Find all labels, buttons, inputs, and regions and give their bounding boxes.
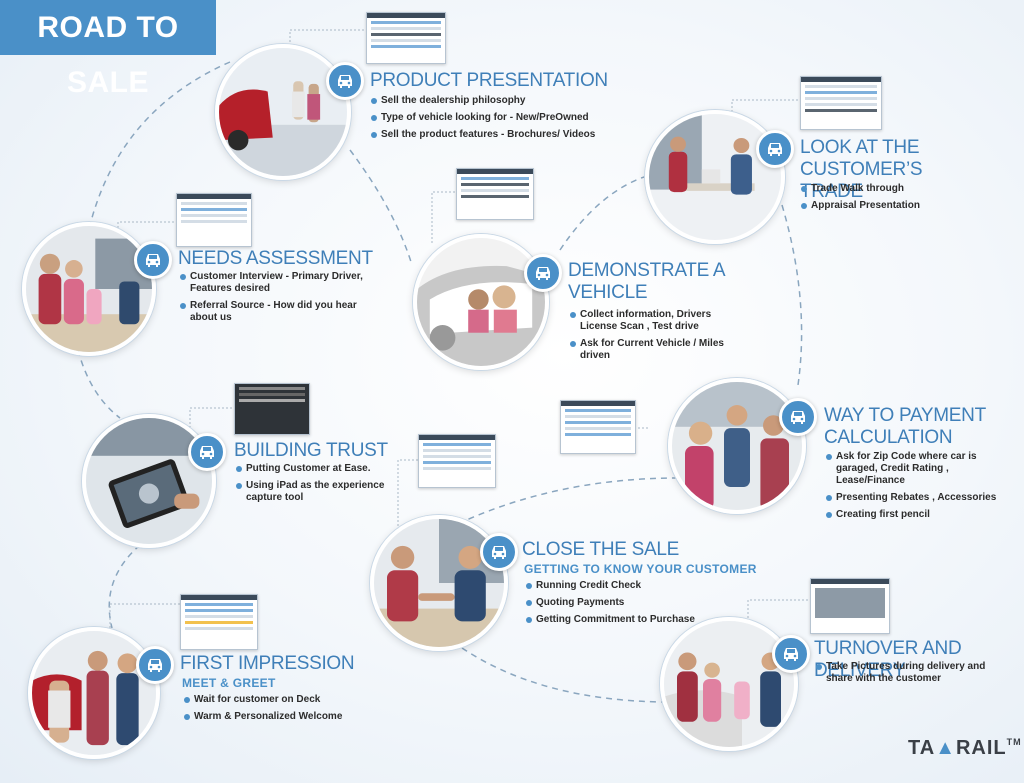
demonstrate-title-line2: VEHICLE [568,282,648,303]
building-trust-title: BUILDING TRUST [234,440,388,461]
logo-text-b: RAIL [955,737,1007,759]
list-item: Getting Commitment to Purchase [526,614,706,626]
product-presentation-title: PRODUCT PRESENTATION [370,70,608,91]
first-impression-title: FIRST IMPRESSION [180,653,355,674]
product-presentation-photo [215,44,351,180]
product-presentation-screenshot [366,12,446,64]
needs-assessment-photo [22,222,156,356]
product-presentation-bullets: Sell the dealership philosophy Type of v… [371,95,631,146]
payment-title-line1: WAY TO PAYMENT [824,405,986,426]
look-trade-title-line1: LOOK AT THE CUSTOMER’S [800,137,923,180]
close-sale-subtitle: GETTING TO KNOW YOUR CUSTOMER [524,562,757,576]
close-sale-title: CLOSE THE SALE [522,539,680,560]
car-icon [779,398,817,436]
first-impression-photo [28,627,160,759]
tagrail-logo: TA▲RAILTM [908,737,1022,760]
needs-assessment-bullets: Customer Interview - Primary Driver, Fea… [180,271,380,329]
look-trade-bullets: Trade Walk through Appraisal Presentatio… [801,183,1001,217]
car-icon [772,635,810,673]
car-icon [136,646,174,684]
first-impression-bullets: Wait for customer on Deck Warm & Persona… [184,694,384,728]
list-item: Quoting Payments [526,597,706,609]
page-title: ROAD TO SALE [0,0,216,99]
list-item: Presenting Rebates , Accessories [826,492,1011,504]
list-item: Ask for Zip Code where car is garaged, C… [826,451,1011,487]
list-item: Referral Source - How did you hear about… [180,300,380,324]
close-sale-screenshot [418,434,496,488]
logo-tm: TM [1006,737,1022,747]
list-item: Collect information, Drivers License Sca… [570,309,750,333]
turnover-screenshot [810,578,890,634]
car-icon [134,241,172,279]
list-item: Putting Customer at Ease. [236,463,406,475]
list-item: Using iPad as the experience capture too… [236,480,406,504]
demonstrate-screenshot [456,168,534,220]
turnover-title: TURNOVER AND DELIVERY [814,638,962,681]
building-trust-bullets: Putting Customer at Ease. Using iPad as … [236,463,406,509]
payment-photo [668,378,806,514]
turnover-photo [660,617,798,751]
building-trust-photo [82,414,216,548]
demonstrate-bullets: Collect information, Drivers License Sca… [570,309,750,367]
list-item: Creating first pencil [826,509,1011,521]
list-item: Appraisal Presentation [801,200,1001,212]
car-icon [188,433,226,471]
list-item: Customer Interview - Primary Driver, Fea… [180,271,380,295]
close-sale-bullets: Running Credit Check Quoting Payments Ge… [526,580,706,631]
list-item: Ask for Current Vehicle / Miles driven [570,338,750,362]
list-item: Type of vehicle looking for - New/PreOwn… [371,112,631,124]
look-trade-photo [645,110,785,244]
car-icon [326,62,364,100]
payment-screenshot [560,400,636,454]
needs-assessment-title: NEEDS ASSESSMENT [178,248,373,269]
list-item: Wait for customer on Deck [184,694,384,706]
list-item: Sell the product features - Brochures/ V… [371,129,631,141]
payment-title: WAY TO PAYMENT CALCULATION [824,405,1014,449]
payment-title-line2: CALCULATION [824,427,953,448]
car-icon [480,533,518,571]
list-item: Take Pictures during delivery and share … [816,661,991,685]
demonstrate-photo [413,234,549,370]
demonstrate-title-line1: DEMONSTRATE A [568,260,726,281]
look-trade-screenshot [800,76,882,130]
list-item: Running Credit Check [526,580,706,592]
payment-bullets: Ask for Zip Code where car is garaged, C… [826,451,1011,526]
turnover-bullets: Take Pictures during delivery and share … [816,661,991,690]
list-item: Sell the dealership philosophy [371,95,631,107]
demonstrate-title: DEMONSTRATE A VEHICLE [568,260,738,304]
look-trade-title: LOOK AT THE CUSTOMER’S TRADE [800,137,1020,203]
car-icon [756,130,794,168]
building-trust-screenshot [234,383,310,435]
list-item: Trade Walk through [801,183,1001,195]
first-impression-subtitle: MEET & GREET [182,676,276,690]
car-icon [524,254,562,292]
logo-tag-icon: ▲ [935,737,956,759]
first-impression-screenshot [180,594,258,650]
look-trade-title-line2: TRADE [800,181,863,202]
list-item: Warm & Personalized Welcome [184,711,384,723]
logo-text-a: TA [908,737,936,759]
needs-assessment-screenshot [176,193,252,247]
